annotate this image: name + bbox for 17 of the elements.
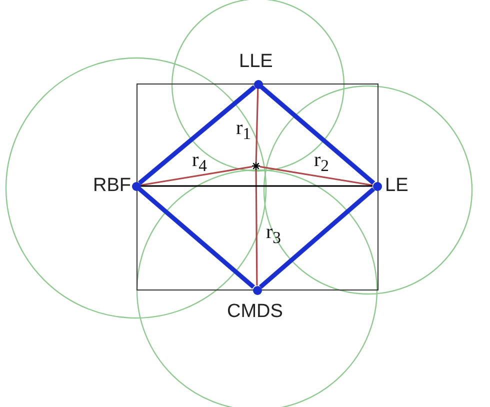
vertex-label: LE xyxy=(385,176,408,195)
edge-label: r$_{4}$ xyxy=(192,150,207,175)
connector-line xyxy=(258,187,376,289)
connector-line xyxy=(140,166,252,186)
edge-label: r$_{2}$ xyxy=(314,150,329,175)
connector-line xyxy=(138,85,256,185)
connector-line xyxy=(140,185,372,187)
connector-line xyxy=(138,187,256,289)
connector-line xyxy=(260,85,376,185)
vertex-label: RBF xyxy=(93,176,131,195)
vertex-label: CMDS xyxy=(227,302,283,321)
connector-line xyxy=(260,166,373,186)
connector-line xyxy=(255,88,259,162)
edge-label: r$_{1}$ xyxy=(236,118,251,143)
connector-line xyxy=(255,170,258,286)
vertex-label: LLE xyxy=(239,52,273,71)
edge-label: r$_{3}$ xyxy=(266,222,281,247)
